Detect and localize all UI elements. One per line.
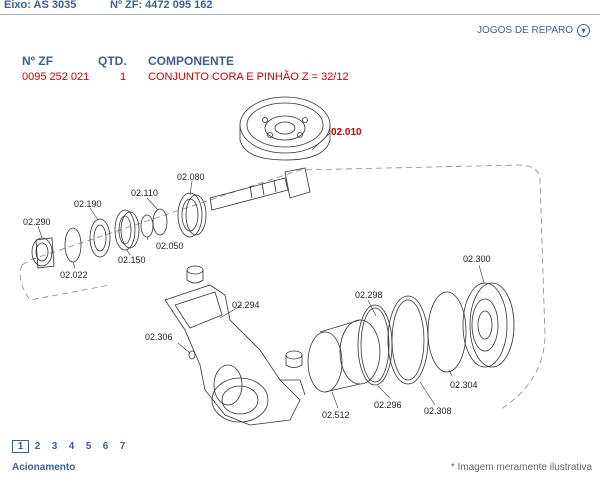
ring-308-drawing <box>387 295 429 385</box>
ring-110-drawing <box>152 208 168 236</box>
page-2-button[interactable]: 2 <box>34 441 41 452</box>
leader-lines <box>37 132 485 409</box>
row-component-name[interactable]: CONJUNTO CORA E PINHÃO Z = 32/12 <box>148 71 349 83</box>
part-label-304[interactable]: 02.304 <box>450 380 478 390</box>
exploded-parts-diagram: 02.010 02.080 02.110 02.190 02.290 02.05… <box>19 96 546 426</box>
page-selector: 1 2 3 4 5 6 7 <box>12 440 131 453</box>
housing-outline-left <box>19 264 111 301</box>
part-label-296[interactable]: 02.296 <box>374 400 402 410</box>
part-label-290[interactable]: 02.290 <box>23 217 51 227</box>
circle-arrow-down-icon: ▾ <box>577 24 590 37</box>
part-label-010[interactable]: 02.010 <box>331 127 362 138</box>
part-label-294[interactable]: 02.294 <box>232 300 260 310</box>
page-3-button[interactable]: 3 <box>51 441 58 452</box>
axle-label: Eixo: AS 3035 <box>4 0 77 11</box>
page-6-button[interactable]: 6 <box>102 441 109 452</box>
bearing-080-drawing <box>177 192 207 238</box>
bushing-small-drawing <box>285 350 303 368</box>
part-label-306[interactable]: 02.306 <box>145 332 173 342</box>
housing-outline <box>21 164 546 411</box>
page-4-button[interactable]: 4 <box>68 441 75 452</box>
ring-022-drawing <box>64 227 82 263</box>
bolt-306-drawing <box>188 350 196 360</box>
crown-gear-drawing <box>239 96 331 161</box>
bearing-190-drawing <box>89 218 111 258</box>
repair-kits-label: JOGOS DE REPARO <box>477 25 573 36</box>
row-zf-number[interactable]: 0095 252 021 <box>22 71 90 83</box>
col-header-zf: Nº ZF <box>22 54 54 68</box>
ring-050-drawing <box>140 214 154 238</box>
page-5-button[interactable]: 5 <box>85 441 92 452</box>
illustrative-note: * Imagem meramente ilustrativa <box>450 462 592 473</box>
part-label-050[interactable]: 02.050 <box>156 241 184 251</box>
part-label-150[interactable]: 02.150 <box>118 255 146 265</box>
disc-300-drawing <box>462 282 515 368</box>
part-label-512[interactable]: 02.512 <box>322 410 350 420</box>
part-label-110[interactable]: 02.110 <box>131 188 158 198</box>
repair-kits-link[interactable]: JOGOS DE REPARO ▾ <box>477 24 590 37</box>
part-label-308[interactable]: 02.308 <box>424 406 452 416</box>
part-label-300[interactable]: 02.300 <box>463 254 491 264</box>
part-label-298[interactable]: 02.298 <box>355 290 383 300</box>
top-bar: Eixo: AS 3035 Nº ZF: 4472 095 162 <box>0 0 600 15</box>
pinion-shaft-drawing <box>209 167 311 211</box>
part-label-022[interactable]: 02.022 <box>60 270 88 280</box>
bushing-drawing <box>186 265 204 284</box>
page-1-button[interactable]: 1 <box>12 440 29 453</box>
carrier-arm-drawing <box>164 284 306 426</box>
part-label-080[interactable]: 02.080 <box>177 172 205 182</box>
col-header-qty: QTD. <box>98 54 127 68</box>
zf-number-label: Nº ZF: 4472 095 162 <box>110 0 213 11</box>
part-label-190[interactable]: 02.190 <box>74 199 102 209</box>
drum-512-drawing <box>307 319 381 393</box>
acionamento-link[interactable]: Acionamento <box>12 462 76 473</box>
ring-304-drawing <box>427 291 467 373</box>
row-quantity: 1 <box>120 71 127 83</box>
page-7-button[interactable]: 7 <box>119 441 126 452</box>
bearing-150-drawing <box>114 209 140 251</box>
col-header-component: COMPONENTE <box>148 54 235 68</box>
